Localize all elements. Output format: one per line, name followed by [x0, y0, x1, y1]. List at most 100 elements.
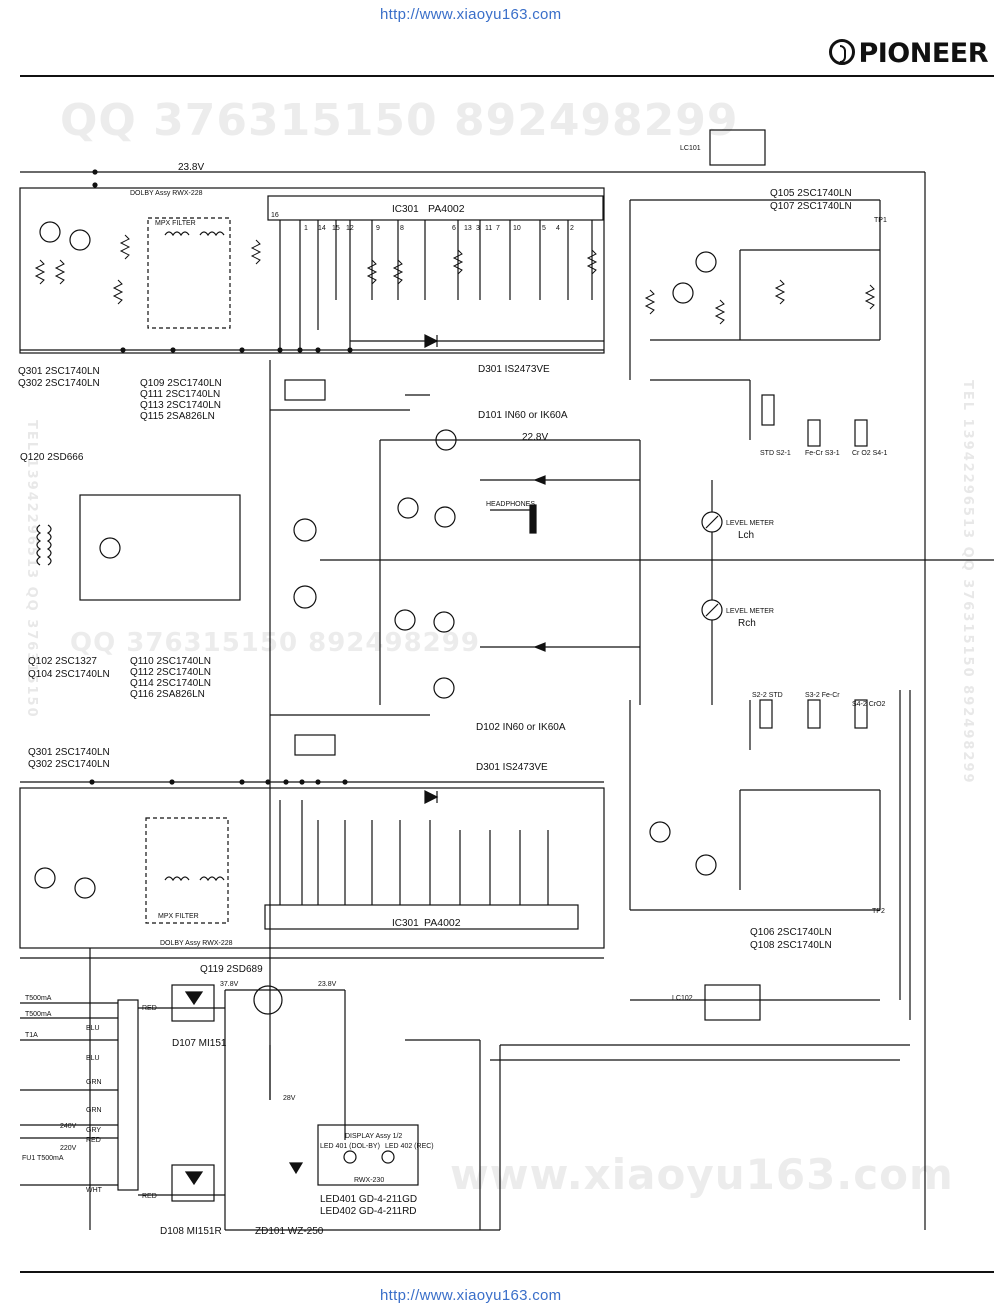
bottom-ic-part: PA4002: [424, 917, 461, 929]
pin-11: 11: [485, 225, 492, 232]
pin-15: 15: [332, 225, 340, 232]
q108-entry: Q108 2SC1740LN: [750, 940, 832, 951]
source-url-bottom[interactable]: http://www.xiaoyu163.com: [380, 1287, 562, 1304]
q302-top-entry: Q302 2SC1740LN: [18, 378, 100, 389]
pin-2: 2: [570, 225, 574, 232]
bottom-dolby-assy-label: DOLBY Assy RWX-228: [160, 940, 233, 947]
wire-red-3: RED: [142, 1193, 157, 1200]
q102-entry: Q102 2SC1327: [28, 656, 97, 667]
voltage-23v8: 23.8V: [318, 981, 337, 988]
top-mpx-filter-box: [147, 217, 231, 329]
zd101-note: ZD101 WZ-250: [255, 1226, 324, 1237]
d107-note: D107 MI151: [172, 1038, 227, 1049]
watermark-mid: QQ 376315150 892498299: [70, 628, 480, 658]
pin-9: 9: [376, 225, 380, 232]
top-pin-numbers: 16 1 14 15 12 9 8 6 13 3 11 7 10 5 4 2: [271, 212, 574, 232]
led401-dolby-label: LED 401 (DOL-BY): [320, 1143, 380, 1150]
bottom-ic-box: [264, 904, 579, 930]
wire-grn-1: GRN: [86, 1079, 102, 1086]
q115-entry: Q115 2SA826LN: [140, 411, 215, 422]
bottom-ic-label: IC301: [392, 918, 419, 929]
switch-s4-2-cro2: S4-2 CrO2: [852, 701, 886, 708]
watermark-side-left: TEL 13942296513 QQ 376315150: [24, 420, 39, 719]
q111-entry: Q111 2SC1740LN: [140, 389, 220, 400]
level-meter-lch-channel: Lch: [738, 530, 754, 541]
top-ic-box: [267, 195, 604, 221]
display-assy-label: DISPLAY Assy 1/2: [345, 1133, 402, 1140]
fuse-main: FU1 T500mA: [22, 1155, 64, 1162]
voltage-37v8: 37.8V: [220, 981, 239, 988]
switch-fecr-s3-1: Fe-Cr S3-1: [805, 450, 840, 457]
top-dolby-assy-box: [19, 187, 605, 354]
display-assy-box: [317, 1124, 419, 1186]
q302-bottom-entry: Q302 2SC1740LN: [28, 759, 110, 770]
pin-5: 5: [542, 225, 546, 232]
rwx-230-label: RWX-230: [354, 1177, 384, 1184]
q120-note: Q120 2SD666: [20, 452, 84, 463]
pin-12: 12: [346, 225, 354, 232]
d101-note: D101 IN60 or IK60A: [478, 410, 568, 421]
fuse-2: T500mA: [25, 1011, 52, 1018]
tp1-label: TP1: [874, 217, 887, 224]
switch-cro2-s4-1: Cr O2 S4-1: [852, 450, 888, 457]
pin-16: 16: [271, 212, 279, 219]
d301-top-note: D301 IS2473VE: [478, 364, 550, 375]
pin-10: 10: [513, 225, 521, 232]
switch-std-s2-1: STD S2-1: [760, 450, 791, 457]
q107-entry: Q107 2SC1740LN: [770, 201, 852, 212]
wire-blu-1: BLU: [86, 1025, 100, 1032]
wire-grn-2: GRN: [86, 1107, 102, 1114]
q114-entry: Q114 2SC1740LN: [130, 678, 211, 689]
pin-14: 14: [318, 225, 326, 232]
top-mpx-filter-label: MPX FILTER: [155, 220, 196, 227]
wire-red-1: RED: [142, 1005, 157, 1012]
q112-entry: Q112 2SC1740LN: [130, 667, 211, 678]
d108-note: D108 MI151R: [160, 1226, 222, 1237]
pin-8: 8: [400, 225, 404, 232]
q110-entry: Q110 2SC1740LN: [130, 656, 211, 667]
q106-entry: Q106 2SC1740LN: [750, 927, 832, 938]
q104-entry: Q104 2SC1740LN: [28, 669, 110, 680]
top-rail-voltage: 23.8V: [178, 162, 204, 173]
q113-entry: Q113 2SC1740LN: [140, 400, 221, 411]
pioneer-omega-logo-icon: [829, 39, 856, 65]
wire-blu-2: BLU: [86, 1055, 100, 1062]
led402-note: LED402 GD-4-211RD: [320, 1206, 417, 1217]
top-ic-label: IC301: [392, 204, 419, 215]
rail-22v8: 22.8V: [522, 432, 548, 443]
pin-6: 6: [452, 225, 456, 232]
source-url-top[interactable]: http://www.xiaoyu163.com: [380, 6, 562, 23]
brand-name: PIONEER: [858, 38, 988, 69]
switch-s2-2-std: S2-2 STD: [752, 692, 783, 699]
d102-note: D102 IN60 or IK60A: [476, 722, 566, 733]
q105-entry: Q105 2SC1740LN: [770, 188, 852, 199]
watermark-side-right: TEL 13942296513 QQ 376315150 892498299: [960, 380, 975, 785]
lc101-label: LC101: [680, 145, 701, 152]
q301-bottom-entry: Q301 2SC1740LN: [28, 747, 110, 758]
voltage-240v: 240V: [60, 1123, 77, 1130]
q116-entry: Q116 2SA826LN: [130, 689, 205, 700]
pin-4: 4: [556, 225, 560, 232]
led402-rec-label: LED 402 (REC): [385, 1143, 434, 1150]
pin-1: 1: [304, 225, 308, 232]
bottom-dolby-assy-box: [19, 787, 605, 949]
led401-note: LED401 GD-4-211GD: [320, 1194, 417, 1205]
watermark-bottom: www.xiaoyu163.com: [450, 1150, 954, 1199]
pin-13: 13: [464, 225, 472, 232]
q119-note: Q119 2SD689: [200, 964, 263, 975]
level-meter-lch-label: LEVEL METER: [726, 520, 774, 527]
q109-entry: Q109 2SC1740LN: [140, 378, 222, 389]
level-meter-rch-label: LEVEL METER: [726, 608, 774, 615]
watermark-top: QQ 376315150 892498299: [60, 95, 739, 146]
level-meter-rch-channel: Rch: [738, 618, 756, 629]
switch-s3-2-fecr: S3-2 Fe-Cr: [805, 692, 840, 699]
d301-bottom-note: D301 IS2473VE: [476, 762, 548, 773]
wire-gry: GRY: [86, 1127, 101, 1134]
fuse-3: T1A: [25, 1032, 38, 1039]
pin-3: 3: [476, 225, 480, 232]
lc102-label: LC102: [672, 995, 693, 1002]
top-ic-part: PA4002: [428, 203, 465, 215]
wire-red-2: RED: [86, 1137, 101, 1144]
